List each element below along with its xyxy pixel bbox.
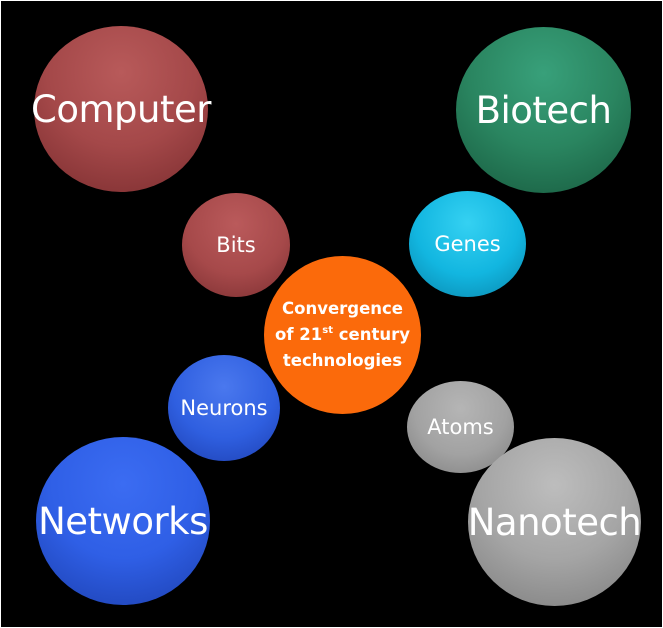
convergence-circle: Convergence of 21st century technologies: [264, 256, 421, 414]
genes-label: Genes: [434, 232, 501, 256]
biotech-circle: Biotech: [456, 27, 631, 193]
neurons-label: Neurons: [180, 396, 268, 420]
biotech-label: Biotech: [475, 88, 612, 132]
computer-label: Computer: [31, 87, 211, 131]
bits-circle: Bits: [182, 193, 290, 297]
convergence-line-2-suffix: century: [332, 325, 410, 344]
convergence-line-3: technologies: [282, 351, 403, 370]
nanotech-label: Nanotech: [467, 500, 642, 544]
ordinal-suffix: st: [322, 325, 333, 336]
convergence-line-2: of 21st century: [275, 322, 410, 348]
atoms-circle: Atoms: [407, 381, 514, 473]
networks-label: Networks: [38, 499, 208, 543]
nanotech-circle: Nanotech: [467, 438, 642, 606]
convergence-line-2-prefix: of 21: [275, 325, 323, 344]
neurons-circle: Neurons: [168, 355, 280, 461]
atoms-label: Atoms: [427, 415, 494, 439]
genes-circle: Genes: [409, 191, 526, 297]
computer-circle: Computer: [31, 26, 211, 192]
bits-label: Bits: [216, 233, 256, 257]
networks-circle: Networks: [36, 437, 210, 605]
convergence-text: Convergence of 21st century technologies: [275, 296, 410, 374]
convergence-line-1: Convergence: [282, 299, 403, 318]
